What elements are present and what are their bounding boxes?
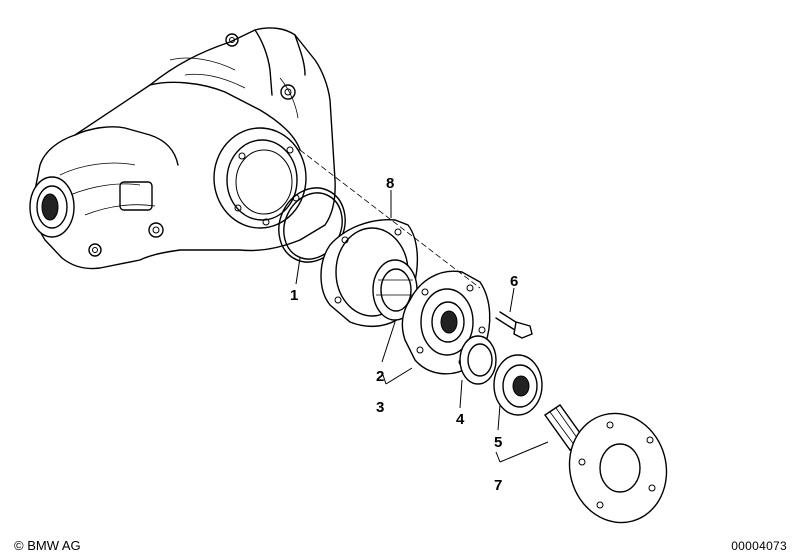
label-part-4: 4 — [456, 411, 465, 428]
shaft-seal-part-5 — [493, 354, 543, 431]
assembly-axis-line — [299, 149, 481, 289]
label-part-5: 5 — [494, 434, 502, 451]
label-part-6: 6 — [510, 273, 518, 290]
copyright-text: © BMW AG — [14, 538, 81, 553]
bearing-part-2 — [372, 259, 418, 321]
differential-housing — [29, 27, 336, 270]
label-part-3: 3 — [376, 399, 384, 416]
label-part-2: 2 — [376, 368, 384, 385]
label-part-1: 1 — [290, 287, 298, 304]
bolt-part-6 — [495, 287, 533, 339]
label-part-7: 7 — [494, 477, 502, 494]
document-number: 00004073 — [731, 539, 787, 553]
label-part-8: 8 — [386, 175, 394, 192]
seal-ring-part-4 — [459, 335, 497, 409]
output-flange-part-7 — [495, 404, 668, 524]
